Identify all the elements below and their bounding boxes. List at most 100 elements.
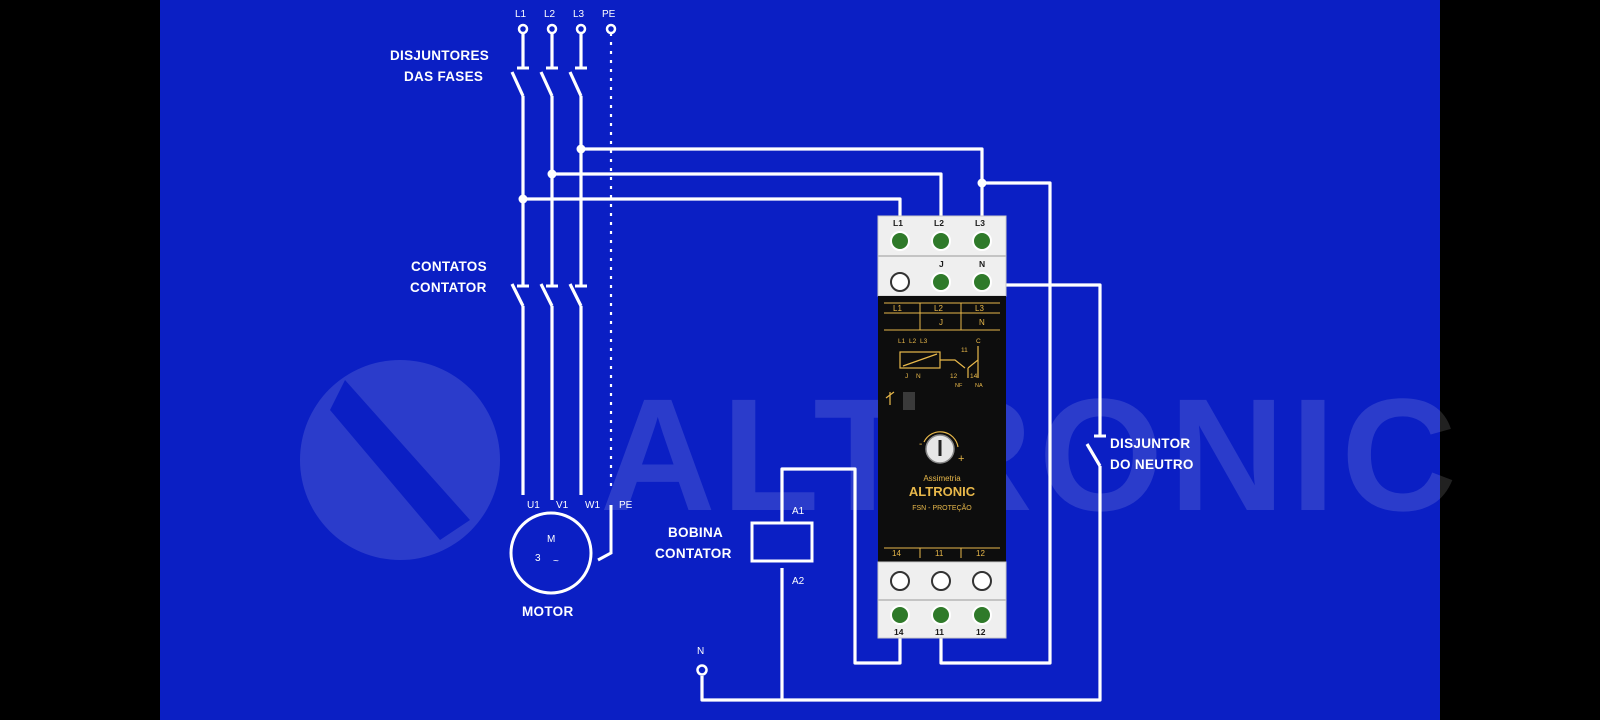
- wire-neutral-return: [700, 466, 1102, 702]
- switch-bars: [517, 66, 587, 288]
- neutral-breaker-label-line2: DO NEUTRO: [1110, 457, 1194, 472]
- supply-label-L1: L1: [515, 9, 527, 20]
- motor-phase-count: 3: [535, 553, 541, 564]
- breaker-L1-blade: [510, 71, 525, 97]
- wire-L3-to-contact-11: [939, 181, 1052, 665]
- neutral-circuit: [700, 283, 1102, 702]
- relay-bottom-terminal-12: 12: [976, 627, 986, 637]
- motor-symbol-icon: [509, 511, 593, 595]
- knob-minus-label: -: [919, 439, 922, 450]
- supply-label-L3: L3: [573, 9, 585, 20]
- relay-face-L2: L2: [934, 304, 943, 313]
- breakers-label-line2: DAS FASES: [404, 69, 483, 84]
- relay-schematic-NF: NF: [955, 383, 963, 389]
- relay-schematic-L1: L1: [898, 338, 906, 345]
- watermark-logo-mark-icon: [330, 380, 470, 540]
- relay-schematic-NA: NA: [975, 383, 983, 389]
- relay-device: L1 L2 L3 J N L1 L2 L3 J N L1 L2 L3 C 11 …: [877, 215, 1007, 639]
- relay-schematic-C: C: [976, 338, 981, 345]
- motor-terminal-V1: V1: [556, 500, 569, 511]
- motor-title: MOTOR: [522, 604, 574, 619]
- screw-N-icon: [972, 272, 992, 292]
- junction-relay-L3: [977, 178, 987, 188]
- neutral-terminal-label: N: [697, 646, 704, 657]
- motor: M 3 ~ U1 V1 W1 PE MOTOR: [509, 500, 633, 619]
- contactor-coil-icon: [750, 521, 814, 563]
- diagram-background: [160, 0, 1440, 720]
- watermark-text: ALTRONIC: [600, 365, 1463, 544]
- screw-bottom-empty-1-icon: [890, 571, 910, 591]
- relay-status-window: [903, 392, 915, 410]
- relay-schematic-J: J: [905, 373, 908, 380]
- supply-label-PE: PE: [602, 9, 616, 20]
- relay-schematic-L3: L3: [920, 338, 928, 345]
- right-letterbox: [1440, 0, 1600, 720]
- relay-feed-wires: [523, 147, 1052, 665]
- neutral-breaker-blade: [1085, 443, 1102, 467]
- coil-label-A2: A2: [792, 576, 805, 587]
- adjustment-knob-scale: [923, 431, 959, 448]
- screw-empty-icon: [890, 272, 910, 292]
- motor-terminal-U1: U1: [527, 500, 540, 511]
- junction-dots: [518, 144, 987, 204]
- relay-top-terminal-L1: L1: [893, 218, 903, 228]
- wire-L1-to-relay: [523, 197, 902, 218]
- relay-face-L1: L1: [893, 304, 902, 313]
- junction-L1: [518, 194, 528, 204]
- relay-schematic-11: 11: [961, 347, 968, 354]
- relay-face-12: 12: [976, 549, 985, 558]
- knob-plus-label: +: [958, 453, 964, 465]
- relay-schematic-14: 14: [970, 373, 978, 380]
- relay-status-led-icon: [885, 391, 895, 405]
- junction-L2: [547, 169, 557, 179]
- relay-mid-terminal-J: J: [939, 259, 944, 269]
- pe-conductor: [597, 33, 613, 562]
- motor-ac-symbol: ~: [553, 556, 559, 567]
- wire-L2-to-relay: [552, 172, 943, 218]
- relay-schematic-slash-icon: [902, 353, 938, 367]
- relay-face-11: 11: [935, 549, 944, 558]
- breaker-L3-blade: [568, 71, 583, 97]
- wire-coil-A1: [780, 467, 902, 665]
- contacts-label-line1: CONTATOS: [411, 259, 487, 274]
- relay-face-bottom-lines: [884, 547, 1000, 558]
- relay-top-terminal-L2: L2: [934, 218, 944, 228]
- relay-schematic: L1 L2 L3 C 11 J N 12 14 NF NA: [898, 338, 983, 389]
- wire-L3-to-relay: [581, 147, 984, 218]
- breakers-label-line1: DISJUNTORES: [390, 48, 489, 63]
- relay-mid-terminal-N: N: [979, 259, 985, 269]
- relay-brand: ALTRONIC: [909, 484, 976, 499]
- screw-L2-icon: [931, 231, 951, 251]
- relay-front-panel: [878, 296, 1006, 562]
- screw-12-icon: [972, 605, 992, 625]
- neutral-breaker-label-line1: DISJUNTOR: [1110, 436, 1190, 451]
- screw-J-icon: [931, 272, 951, 292]
- screw-bottom-empty-3-icon: [972, 571, 992, 591]
- coil-label-line1: BOBINA: [668, 525, 723, 540]
- phase-conductors: [510, 33, 583, 500]
- relay-function-name: Assimetria: [923, 474, 961, 483]
- relay-face-14: 14: [892, 549, 901, 558]
- motor-terminal-PE: PE: [619, 500, 633, 511]
- screw-bottom-empty-2-icon: [931, 571, 951, 591]
- left-letterbox: [0, 0, 160, 720]
- coil-label-A1: A1: [792, 506, 805, 517]
- wire-PE-to-motor: [597, 505, 613, 562]
- breaker-L2-blade: [539, 71, 554, 97]
- relay-face-N: N: [979, 318, 985, 327]
- watermark-logo-icon: [300, 360, 500, 560]
- relay-bottom-terminal-11: 11: [935, 627, 944, 637]
- screw-11-icon: [931, 605, 951, 625]
- wire-neutral-to-relay: [982, 283, 1102, 436]
- supply-label-L2: L2: [544, 9, 556, 20]
- contact-L2-blade: [539, 283, 554, 307]
- junction-L3: [576, 144, 586, 154]
- coil-label-line2: CONTATOR: [655, 546, 732, 561]
- neutral-terminal-icon: [696, 664, 708, 676]
- motor-terminal-W1: W1: [585, 500, 600, 511]
- contact-L1-blade: [510, 283, 525, 307]
- relay-face-top-lines: [884, 302, 1000, 331]
- relay-face-grid: [884, 302, 1000, 558]
- supply-terminals: L1 L2 L3 PE: [515, 9, 617, 35]
